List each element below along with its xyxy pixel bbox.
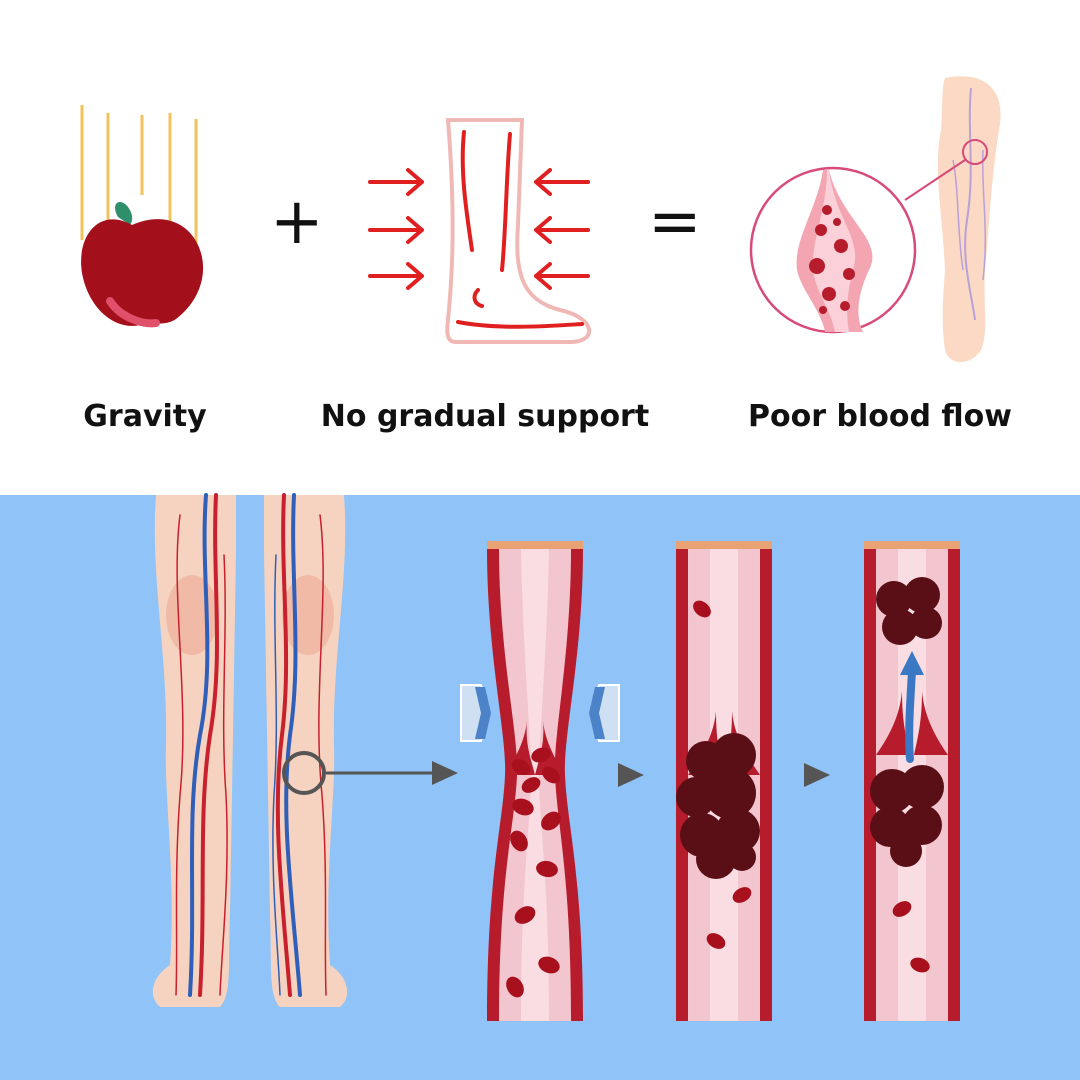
top-section: + =: [0, 0, 1080, 495]
compressed-leg-icon: [368, 118, 591, 344]
vessel-clot-formation: [676, 541, 772, 1021]
vessel-compressed: [460, 541, 620, 1021]
stage-arrow-1: [618, 763, 644, 787]
leg-vein-clot-icon: [749, 76, 1001, 362]
stage-arrow-2: [804, 763, 830, 787]
caption-poor-blood-flow: Poor blood flow: [748, 399, 1012, 434]
caption-no-gradual-support: No gradual support: [320, 399, 650, 434]
zoom-pointer-arrow: [326, 761, 458, 785]
vessel-clot-detachment: [864, 541, 960, 1021]
plus-operator: +: [270, 185, 324, 259]
falling-apple-icon: [80, 105, 204, 328]
bottom-section: [0, 493, 1080, 1080]
equals-operator: =: [648, 185, 702, 259]
legs-circulation-illustration: [152, 493, 348, 1007]
caption-gravity: Gravity: [83, 399, 207, 434]
